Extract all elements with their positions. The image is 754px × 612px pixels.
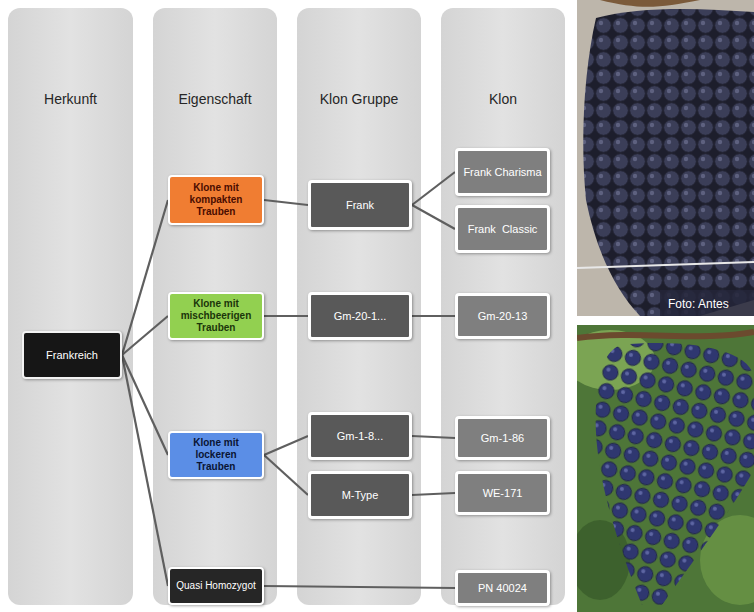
category-box: Klone mit mischbeerigen Trauben	[168, 292, 264, 340]
category-box: WE-171	[455, 471, 550, 515]
box-label: Frank Classic	[468, 223, 538, 235]
box-label: Frank	[346, 199, 374, 211]
connector-line	[264, 586, 455, 588]
vine-branch	[577, 332, 754, 338]
vine-branch	[600, 0, 700, 7]
box-label: Gm-1-8...	[337, 430, 383, 442]
category-box: Frank Classic	[455, 205, 550, 253]
column-band: KlonFrank CharismaFrank ClassicGm-20-13G…	[441, 8, 565, 605]
category-box: Gm-1-86	[455, 416, 550, 460]
grape-cluster	[596, 343, 754, 605]
box-label: WE-171	[483, 487, 523, 499]
photo-background	[577, 0, 754, 316]
box-label: Quasi Homozygot	[176, 580, 255, 592]
box-label: Frankreich	[46, 349, 98, 361]
column-heading: Herkunft	[8, 90, 133, 108]
category-box: M-Type	[308, 471, 412, 519]
category-box: Klone mit lockeren Trauben	[168, 431, 264, 479]
category-box: Gm-20-1...	[308, 292, 412, 340]
category-box: Frank	[308, 180, 412, 230]
column-band: EigenschaftKlone mit kompakten TraubenKl…	[153, 8, 277, 605]
connector-line	[264, 315, 308, 317]
box-label: PN 40024	[478, 582, 527, 594]
column-heading: Eigenschaft	[153, 90, 277, 108]
column-heading: Klon	[441, 90, 565, 108]
box-label: Gm-1-86	[481, 432, 524, 444]
category-box: Klone mit kompakten Trauben	[168, 175, 264, 225]
category-box: Gm-20-13	[455, 293, 550, 339]
box-label: Klone mit lockeren Trauben	[175, 437, 257, 473]
label-shade	[660, 290, 754, 316]
grape-cluster	[583, 9, 754, 316]
box-label: Klone mit kompakten Trauben	[175, 182, 257, 218]
column-band: Klon GruppeFrankGm-20-1... Gm-1-8... M-Typ…	[297, 8, 421, 605]
connector-line	[412, 315, 455, 317]
category-box: PN 40024	[455, 570, 550, 606]
category-box: Frank Charisma	[455, 148, 550, 196]
box-label: Frank Charisma	[463, 166, 541, 178]
box-label: Klone mit mischbeerigen Trauben	[175, 298, 257, 334]
box-label: M-Type	[342, 489, 379, 501]
trellis-wire	[577, 262, 754, 268]
photo-credit: Foto: Antes	[668, 297, 729, 311]
category-box: Quasi Homozygot	[168, 567, 264, 605]
category-box: Frankreich	[22, 331, 122, 379]
category-box: Gm-1-8...	[308, 412, 412, 460]
box-label: Gm-20-13	[478, 310, 528, 322]
photo-top	[577, 0, 754, 316]
photo-bottom	[577, 325, 754, 612]
column-band: HerkunftFrankreich	[8, 8, 133, 605]
box-label: Gm-20-1...	[334, 310, 387, 322]
column-heading: Klon Gruppe	[297, 90, 421, 108]
